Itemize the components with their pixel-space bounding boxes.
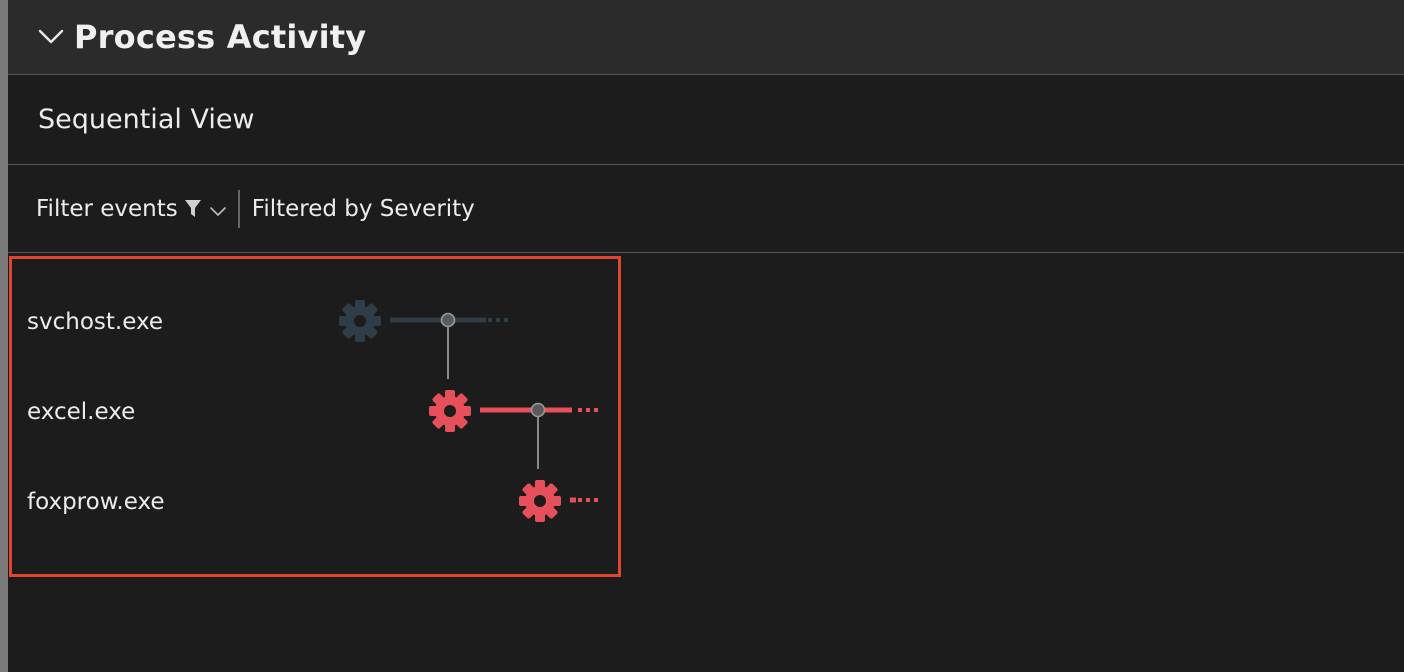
process-name-svchost[interactable]: svchost.exe — [27, 309, 164, 335]
process-name-foxprow[interactable]: foxprow.exe — [27, 489, 165, 515]
funnel-icon — [184, 199, 201, 217]
gear-icon[interactable] — [339, 300, 381, 342]
process-timeline — [339, 300, 598, 522]
collapse-section-button[interactable] — [36, 22, 66, 52]
filter-separator — [237, 189, 240, 228]
view-title: Sequential View — [38, 104, 255, 135]
spawn-node[interactable] — [440, 312, 456, 328]
more-events-dots[interactable] — [488, 318, 508, 322]
filter-events-button[interactable]: Filter events — [36, 189, 226, 229]
process-row-svchost — [339, 300, 508, 342]
spawn-node[interactable] — [530, 402, 546, 418]
section-header: Process Activity — [8, 0, 1404, 75]
left-rail — [0, 0, 8, 672]
process-row-foxprow — [519, 480, 598, 522]
process-tree-panel: svchost.exe excel.exe foxprow.exe — [9, 256, 621, 577]
more-events-dots[interactable] — [578, 408, 598, 412]
chevron-down-icon — [209, 206, 226, 216]
gear-icon[interactable] — [429, 390, 471, 432]
process-row-excel — [429, 390, 598, 432]
view-header: Sequential View — [8, 75, 1404, 165]
filter-status: Filtered by Severity — [251, 195, 475, 222]
gear-icon[interactable] — [519, 480, 561, 522]
chevron-down-icon — [38, 29, 64, 44]
filter-bar: Filter events Filtered by Severity — [8, 165, 1404, 253]
section-title: Process Activity — [74, 18, 367, 56]
process-name-excel[interactable]: excel.exe — [27, 399, 136, 425]
more-events-dots[interactable] — [578, 498, 598, 502]
filter-events-label: Filter events — [36, 195, 178, 222]
